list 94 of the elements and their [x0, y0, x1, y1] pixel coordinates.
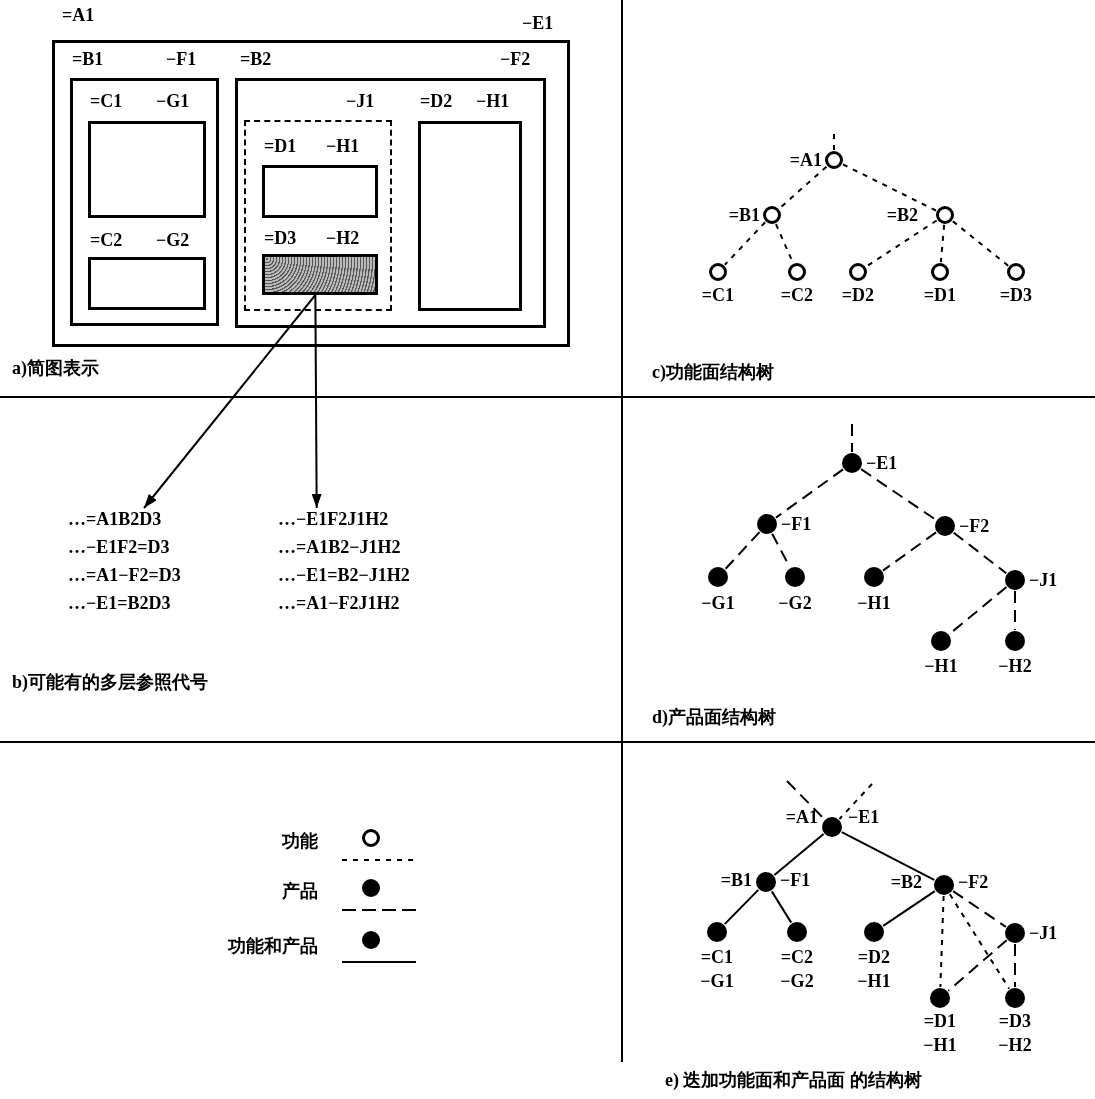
reference-code: =C1 — [700, 946, 734, 968]
connector-line — [851, 423, 853, 453]
reference-code: =B1 — [728, 204, 760, 226]
reference-code: −F1 — [780, 869, 811, 891]
connector-line — [833, 133, 835, 151]
reference-code: …−E1F2=D3 — [68, 536, 171, 558]
connector-line — [865, 219, 938, 268]
reference-code: …−E1=B2D3 — [68, 592, 172, 614]
reference-code: −H2 — [326, 227, 360, 249]
reference-code: −H1 — [857, 592, 891, 614]
connector-line — [723, 221, 767, 266]
connector-line — [723, 888, 760, 926]
connector-line — [1014, 943, 1016, 988]
connector-line — [774, 468, 845, 519]
reference-code: =C2 — [780, 946, 814, 968]
reference-code: =D3 — [999, 284, 1033, 306]
reference-code: =C1 — [90, 90, 123, 112]
panel-caption: b)可能有的多层参照代号 — [12, 671, 208, 694]
connector-line — [881, 531, 938, 572]
reference-code: =D3 — [998, 1010, 1032, 1032]
reference-code: −J1 — [346, 90, 375, 112]
reference-code: −G2 — [156, 229, 190, 251]
connector-line — [840, 831, 936, 881]
reference-code: −G1 — [700, 970, 734, 992]
reference-code: −F2 — [958, 871, 989, 893]
reference-code: =C1 — [701, 284, 735, 306]
panel-caption: c)功能面结构树 — [652, 361, 774, 384]
reference-code: …=A1−F2J1H2 — [278, 592, 401, 614]
reference-code: −F2 — [500, 48, 531, 70]
reference-code: −J1 — [1029, 569, 1058, 591]
reference-code: =D2 — [857, 946, 891, 968]
connector-line — [838, 783, 873, 820]
reference-code: −G2 — [780, 970, 814, 992]
connector-line — [882, 890, 936, 927]
reference-code: …=A1−F2=D3 — [68, 564, 182, 586]
legend-label: 产品 — [282, 880, 318, 903]
connector-line — [939, 895, 945, 988]
reference-code: −H2 — [998, 655, 1032, 677]
connector-line — [1014, 590, 1016, 631]
panel-caption: e) 迭加功能面和产品面 的结构树 — [665, 1069, 922, 1092]
reference-code: =B1 — [72, 48, 104, 70]
reference-code: =B2 — [890, 871, 922, 893]
connector-line — [952, 531, 1008, 575]
reference-code: −G2 — [778, 592, 812, 614]
connector-line — [952, 890, 1007, 928]
reference-code: −G1 — [156, 90, 190, 112]
legend-label: 功能 — [282, 830, 318, 853]
reference-code: −H1 — [326, 135, 360, 157]
reference-code: −H2 — [998, 1034, 1032, 1056]
connector-line — [947, 939, 1008, 992]
reference-code: =D1 — [923, 284, 957, 306]
reference-code: =D1 — [923, 1010, 957, 1032]
connector-line — [770, 890, 793, 924]
reference-code: …−E1=B2−J1H2 — [278, 564, 411, 586]
arrow — [311, 294, 322, 509]
connector-line — [951, 220, 1010, 267]
reference-code: =D2 — [420, 90, 453, 112]
reference-code: =D2 — [841, 284, 875, 306]
reference-code: −H1 — [857, 970, 891, 992]
reference-code: −F1 — [781, 513, 812, 535]
connector-line — [724, 531, 761, 570]
panel-caption: d)产品面结构树 — [652, 706, 776, 729]
reference-code: =A1 — [785, 806, 818, 828]
panel-caption: a)简图表示 — [12, 357, 99, 380]
reference-code: −H1 — [923, 1034, 957, 1056]
reference-code: −E1 — [848, 806, 880, 828]
reference-code: −F2 — [959, 515, 990, 537]
arrow — [143, 294, 317, 509]
reference-code: =D3 — [264, 227, 297, 249]
connector-line — [778, 165, 828, 210]
reference-code: −F1 — [166, 48, 197, 70]
connector-line — [948, 893, 1011, 990]
legend-label: 功能和产品 — [228, 935, 318, 958]
reference-code: =C2 — [90, 229, 123, 251]
connector-line — [841, 163, 938, 212]
connector-line — [773, 833, 825, 876]
reference-code: =A1 — [62, 4, 95, 26]
reference-code: −E1 — [522, 12, 554, 34]
reference-code: …=A1B2D3 — [68, 508, 163, 530]
reference-code: −G1 — [701, 592, 735, 614]
reference-code: =A1 — [789, 149, 822, 171]
reference-code: −E1 — [866, 452, 898, 474]
reference-code: =B2 — [886, 204, 918, 226]
reference-code: −H1 — [476, 90, 510, 112]
reference-code: …−E1F2J1H2 — [278, 508, 390, 530]
reference-code: …=A1B2−J1H2 — [278, 536, 402, 558]
reference-code: −J1 — [1029, 922, 1058, 944]
connector-line — [860, 468, 937, 521]
reference-code: =B2 — [240, 48, 272, 70]
reference-code: −H1 — [924, 655, 958, 677]
reference-code: =D1 — [264, 135, 297, 157]
connector-line — [939, 223, 946, 264]
reference-code: =C2 — [780, 284, 814, 306]
reference-code: =B1 — [720, 869, 752, 891]
